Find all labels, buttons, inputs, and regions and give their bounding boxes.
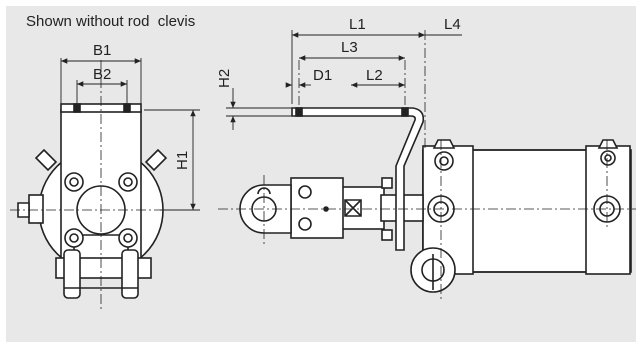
end-view bbox=[17, 103, 168, 299]
side-view-centerlines bbox=[218, 30, 636, 300]
dim-h2-label: H2 bbox=[216, 69, 233, 88]
end-view-dimensions bbox=[60, 58, 200, 211]
l-bracket bbox=[291, 107, 425, 251]
dim-l1-label: L1 bbox=[349, 16, 366, 33]
dim-b1-label: B1 bbox=[93, 42, 111, 59]
drawing-caption: Shown without rod clevis bbox=[26, 13, 196, 30]
dim-l3-label: L3 bbox=[341, 39, 358, 56]
cylinder-side-view bbox=[239, 139, 632, 293]
dim-l2-label: L2 bbox=[366, 67, 383, 84]
dim-l4-label: L4 bbox=[444, 16, 461, 33]
dim-h1-label: H1 bbox=[174, 151, 191, 170]
side-view-dimensions bbox=[226, 30, 462, 130]
dim-b2-label: B2 bbox=[93, 66, 111, 83]
dim-d1-label: D1 bbox=[313, 67, 332, 84]
